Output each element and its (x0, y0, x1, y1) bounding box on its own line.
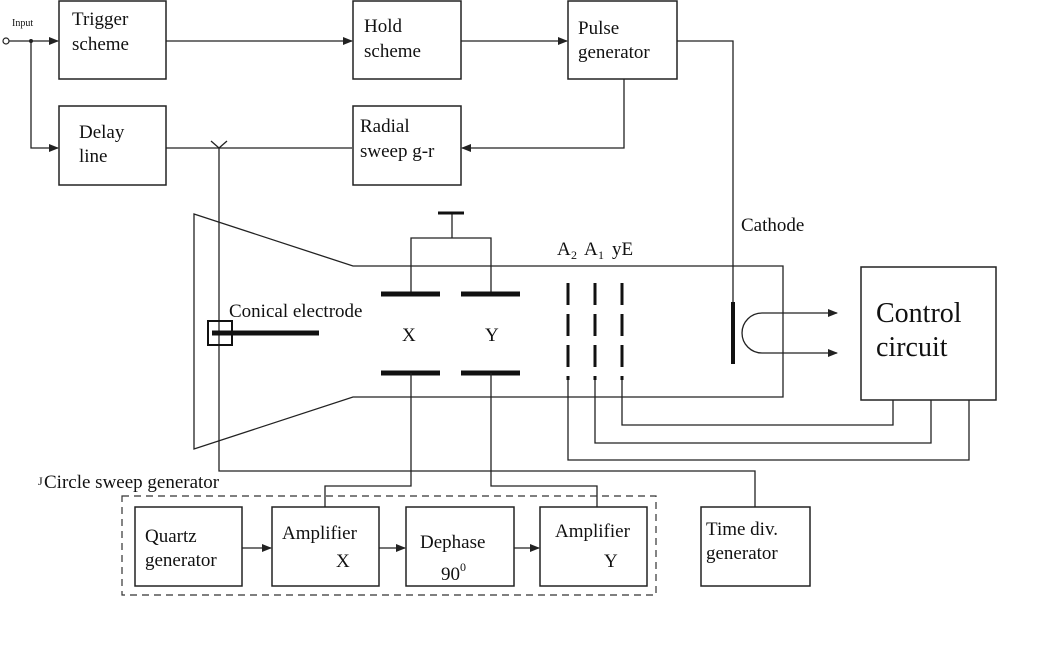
dephase-box (405, 506, 515, 587)
trigger-scheme-box (58, 0, 167, 80)
pulse-line1: Pulse (578, 18, 619, 39)
amplifier-x-box (271, 506, 380, 587)
amp-y-line1: Amplifier (555, 521, 631, 542)
input-terminal (2, 37, 10, 45)
amp-x-line2: X (336, 551, 350, 572)
trigger-line2: scheme (72, 34, 129, 55)
delay-line1: Delay (79, 122, 125, 143)
wire-pulse-radial (461, 79, 625, 152)
hold-line2: scheme (364, 41, 421, 62)
a2-sub: 2 (571, 248, 577, 262)
time-div-line2: generator (706, 543, 778, 564)
radial-line2: sweep g-r (360, 141, 435, 162)
time-div-generator-box (700, 506, 811, 587)
circle-sweep-label: Circle sweep generator (44, 472, 220, 493)
control-line2: circuit (876, 332, 948, 363)
wire-input-delay (30, 41, 59, 152)
plate-x-label: X (402, 325, 416, 346)
conical-label: Conical electrode (229, 301, 362, 322)
amp-y-line2: Y (604, 551, 618, 572)
control-circuit-box (860, 266, 997, 401)
a1-sub: 1 (598, 248, 604, 262)
input-label: Input (12, 18, 33, 29)
a1-label: A (584, 239, 598, 260)
wire-a1-control (594, 380, 932, 444)
wire-plate-y-amp (490, 373, 598, 507)
ye-label: yE (612, 239, 633, 260)
circle-sweep-group (121, 495, 657, 596)
pulse-line2: generator (578, 42, 650, 63)
radial-line1: Radial (360, 116, 410, 137)
quartz-line1: Quartz (145, 526, 197, 547)
dephase-sup: 0 (460, 560, 466, 574)
circle-sweep-mark: J (38, 474, 43, 488)
time-div-line1: Time div. (706, 519, 778, 540)
plate-top-wires (410, 237, 492, 294)
plate-y-label: Y (485, 325, 499, 346)
wire-pulse-cathode (677, 40, 734, 302)
control-line1: Control (876, 298, 962, 329)
wire-plate-x-amp (324, 373, 412, 507)
wire-a2-control (567, 380, 970, 461)
delay-line-box (58, 105, 167, 186)
cathode-label: Cathode (741, 215, 804, 236)
hold-line1: Hold (364, 16, 403, 37)
amplifier-y-box (539, 506, 648, 587)
dephase-line2: 90 (441, 564, 460, 585)
dephase-line1: Dephase (420, 532, 485, 553)
trigger-line1: Trigger (72, 9, 129, 30)
cathode-heater (741, 312, 778, 354)
quartz-line2: generator (145, 550, 217, 571)
amp-x-line1: Amplifier (282, 523, 358, 544)
pulse-generator-box (567, 0, 678, 80)
a2-label: A (557, 239, 571, 260)
wire-to-time-div (218, 148, 756, 507)
quartz-generator-box (134, 506, 243, 587)
wire-ye-control (621, 380, 894, 426)
delay-line2: line (79, 146, 108, 167)
crt-outline (193, 213, 784, 450)
cross-mark (210, 140, 228, 149)
hold-scheme-box (352, 0, 462, 80)
